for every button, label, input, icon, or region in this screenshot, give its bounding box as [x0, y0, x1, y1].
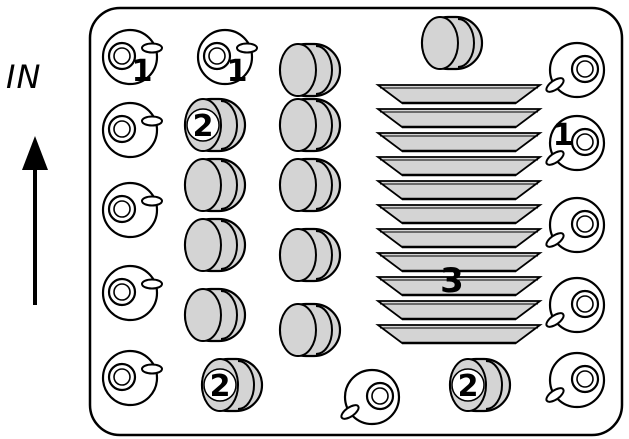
glass: 2 [450, 359, 510, 411]
cup [103, 103, 162, 157]
rack-outline [90, 8, 622, 435]
glass [185, 289, 245, 341]
cup-number-label: 1 [227, 54, 248, 89]
plate-label: 3 [440, 261, 464, 301]
cup: 1 [198, 30, 257, 89]
plate [378, 325, 540, 343]
glass [280, 159, 340, 211]
glass [280, 44, 340, 96]
plate [378, 301, 540, 319]
cup [544, 198, 604, 252]
glass [280, 99, 340, 151]
plate [378, 133, 540, 151]
cup-number-label: 1 [132, 54, 153, 89]
glass [422, 17, 482, 69]
cup: 1 [544, 116, 604, 170]
cup [544, 43, 604, 97]
glass-number-label: 2 [458, 369, 479, 404]
plate-stack [378, 85, 540, 343]
cup [103, 351, 162, 405]
cup-number-label: 1 [553, 118, 574, 153]
cup: 1 [103, 30, 162, 89]
plate [378, 157, 540, 175]
cup [103, 183, 162, 237]
plate [378, 229, 540, 247]
glass [280, 304, 340, 356]
plate [378, 85, 540, 103]
cup [339, 370, 399, 424]
glass-number-label: 2 [210, 369, 231, 404]
plate [378, 205, 540, 223]
glass [185, 219, 245, 271]
plate [378, 109, 540, 127]
cup [103, 266, 162, 320]
direction-label: IN [6, 58, 41, 96]
glass [185, 159, 245, 211]
glass: 2 [202, 359, 262, 411]
glass: 2 [185, 99, 245, 151]
glass-number-label: 2 [193, 109, 214, 144]
cup [544, 278, 604, 332]
plate [378, 181, 540, 199]
direction-arrow [22, 136, 48, 305]
cup [544, 353, 604, 407]
glass [280, 229, 340, 281]
